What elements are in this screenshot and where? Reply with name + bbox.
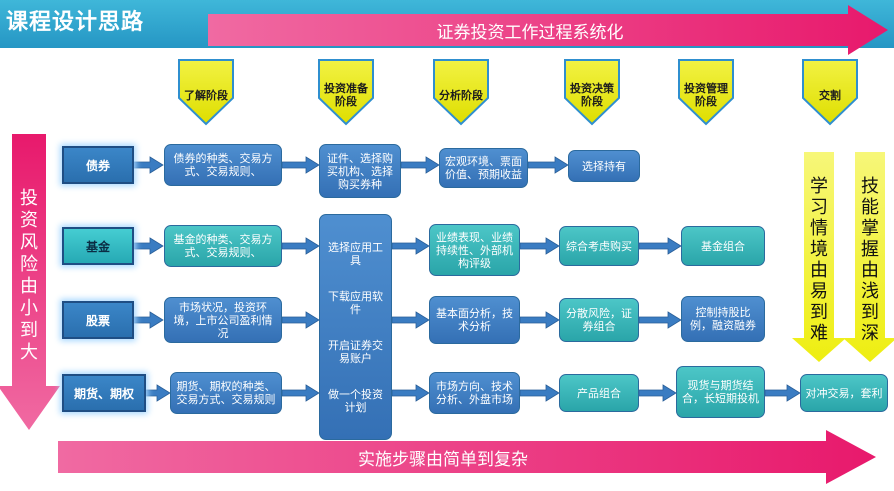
- bottom-arrow-label: 实施步骤由简单到复杂: [358, 449, 528, 470]
- prep-step-1: 选择应用工具: [328, 240, 383, 267]
- stage-delivery: 交割: [819, 88, 841, 102]
- right-arrow-2-shape: [843, 152, 894, 362]
- stage-pentagons: [178, 59, 858, 126]
- node-decision-bond: 选择持有: [568, 150, 640, 182]
- right-arrow-1-shape: [792, 152, 846, 362]
- category-bond: 债券: [62, 146, 134, 184]
- node-decision-stock: 分散风险，证券组合: [559, 298, 639, 342]
- prep-step-3: 开启证券交易账户: [328, 338, 383, 365]
- node-prep-shared: 选择应用工具 下载应用软件 开启证券交易账户 做一个投资计划: [319, 214, 392, 440]
- stage-management: 投资管理阶段: [684, 82, 728, 108]
- node-delivery-futures: 对冲交易，套利: [800, 374, 888, 412]
- node-understand-fund: 基金的种类、交易方式、交易规则、: [164, 225, 282, 267]
- node-management-futures: 现货与期货结合，长短期投机: [676, 366, 765, 418]
- left-arrow-label: 投资风险由小到大: [20, 188, 38, 363]
- node-understand-bond: 债券的种类、交易方式、交易规则、: [164, 144, 282, 186]
- stage-analysis: 分析阶段: [439, 88, 483, 102]
- page-title: 课程设计思路: [6, 10, 145, 35]
- category-futures-options: 期货、期权: [62, 374, 146, 412]
- top-arrow-label: 证券投资工作过程系统化: [436, 22, 624, 43]
- node-management-stock: 控制持股比例，融资融券: [681, 296, 765, 342]
- category-fund: 基金: [62, 227, 134, 265]
- stage-preparation: 投资准备阶段: [324, 82, 368, 108]
- node-analysis-bond: 宏观环境、票面价值、预期收益: [439, 148, 528, 188]
- top-arrow-shape: [208, 5, 888, 55]
- node-decision-fund: 综合考虑购买: [559, 226, 639, 266]
- left-arrow-shape: [0, 134, 60, 430]
- flow-arrows: [131, 156, 801, 402]
- node-understand-futures: 期货、期权的种类、交易方式、交易规则: [170, 372, 282, 414]
- node-analysis-stock: 基本面分析，技术分析: [429, 296, 520, 344]
- stage-decision: 投资决策阶段: [570, 82, 614, 108]
- stage-understand: 了解阶段: [184, 88, 228, 102]
- bottom-arrow-shape: [58, 430, 876, 484]
- right-arrow-2-label: 技能掌握由浅到深: [861, 176, 879, 344]
- node-analysis-fund: 业绩表现、业绩持续性、外部机构评级: [429, 224, 520, 276]
- prep-step-4: 做一个投资计划: [328, 387, 383, 414]
- node-understand-stock: 市场状况，投资环境，上市公司盈利情况: [164, 297, 282, 343]
- right-arrow-1-label: 学习情境由易到难: [810, 176, 828, 344]
- category-stock: 股票: [62, 301, 134, 339]
- node-management-fund: 基金组合: [681, 226, 765, 266]
- prep-step-2: 下载应用软件: [328, 289, 383, 316]
- node-prep-bond: 证件、选择购买机构、选择购买券种: [319, 144, 401, 198]
- node-analysis-futures: 市场方向、技术分析、外盘市场: [429, 372, 520, 414]
- node-decision-futures: 产品组合: [559, 374, 639, 412]
